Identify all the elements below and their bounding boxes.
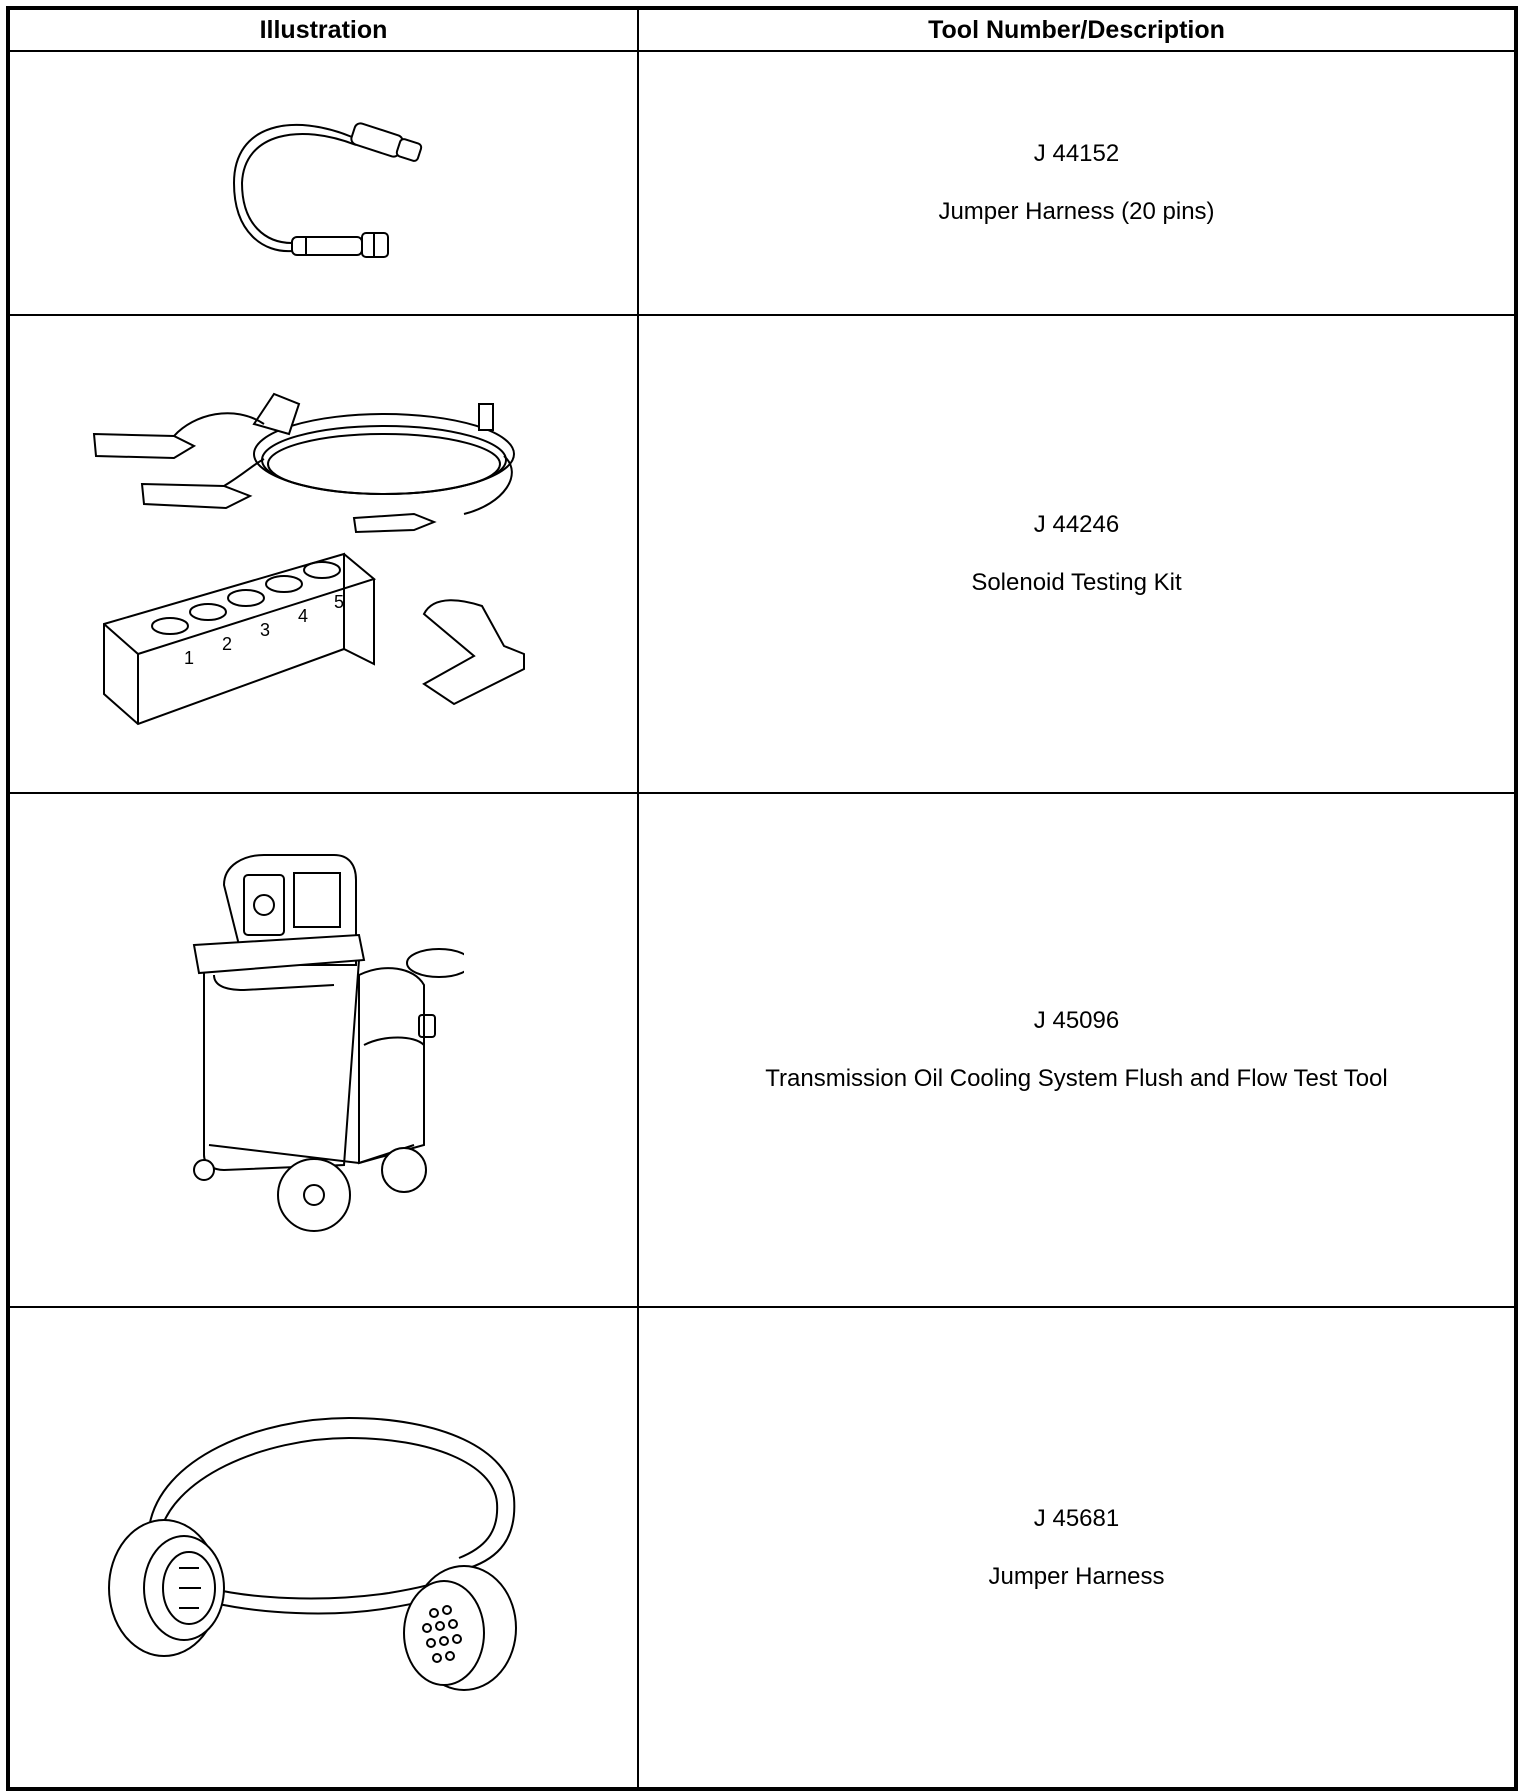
tool-description: Transmission Oil Cooling System Flush an… bbox=[765, 1065, 1388, 1092]
illustration-cell bbox=[7, 1306, 639, 1790]
jumper-harness-20-pin-icon bbox=[204, 103, 444, 263]
kit-label-4: 4 bbox=[298, 606, 308, 626]
tool-description: Solenoid Testing Kit bbox=[971, 569, 1182, 596]
table-row: J 45681 Jumper Harness bbox=[7, 1306, 1517, 1790]
solenoid-testing-kit-icon: 1 2 3 4 5 bbox=[84, 364, 564, 744]
illustration-cell bbox=[7, 792, 639, 1308]
kit-label-1: 1 bbox=[184, 648, 194, 668]
tool-number: J 45096 bbox=[1033, 1007, 1120, 1034]
description-cell: J 44152 Jumper Harness (20 pins) bbox=[637, 50, 1517, 316]
tool-table: Illustration Tool Number/Description J bbox=[6, 6, 1518, 1791]
tool-number: J 44152 bbox=[1033, 140, 1120, 167]
kit-label-2: 2 bbox=[222, 634, 232, 654]
kit-label-5: 5 bbox=[334, 592, 344, 612]
header-tool-number-description: Tool Number/Description bbox=[637, 7, 1517, 52]
jumper-harness-round-connector-icon bbox=[89, 1398, 559, 1698]
tool-number: J 45681 bbox=[1033, 1504, 1120, 1532]
illustration-cell: 1 2 3 4 5 bbox=[7, 314, 639, 794]
kit-label-3: 3 bbox=[260, 620, 270, 640]
table-row: J 45096 Transmission Oil Cooling System … bbox=[7, 792, 1517, 1308]
flush-flow-test-cart-icon bbox=[184, 845, 464, 1255]
tool-number: J 44246 bbox=[1033, 511, 1120, 538]
description-cell: J 45681 Jumper Harness bbox=[637, 1306, 1517, 1790]
illustration-cell bbox=[7, 50, 639, 316]
header-illustration: Illustration bbox=[7, 7, 639, 52]
description-cell: J 45096 Transmission Oil Cooling System … bbox=[637, 792, 1517, 1308]
description-cell: J 44246 Solenoid Testing Kit bbox=[637, 314, 1517, 794]
table-row: 1 2 3 4 5 J 44246 Solenoid Testing Kit bbox=[7, 314, 1517, 794]
header-row: Illustration Tool Number/Description bbox=[7, 7, 1517, 52]
tool-description: Jumper Harness (20 pins) bbox=[938, 198, 1215, 225]
tool-description: Jumper Harness bbox=[988, 1562, 1165, 1590]
table-row: J 44152 Jumper Harness (20 pins) bbox=[7, 50, 1517, 316]
